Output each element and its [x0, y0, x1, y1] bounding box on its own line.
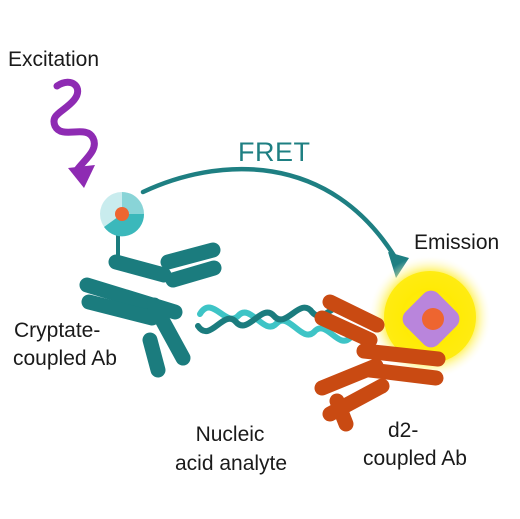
- d2-acceptor: [402, 290, 460, 348]
- d2-antibody: [314, 294, 446, 432]
- analyte-label-line2: acid analyte: [175, 452, 288, 475]
- analyte-label-line1: Nucleic: [195, 423, 265, 446]
- cryptate-fluorophore: [100, 192, 145, 262]
- cryptate-label-line1: Cryptate-: [14, 319, 101, 342]
- excitation-wave-icon: [50, 78, 98, 188]
- d2-label-line2: coupled Ab: [363, 447, 467, 470]
- d2-label-line1: d2-: [388, 419, 419, 442]
- cryptate-antibody: [79, 242, 222, 378]
- cryptate-label-line2: coupled Ab: [13, 347, 117, 370]
- emission-label: Emission: [414, 231, 500, 254]
- fret-label: FRET: [238, 137, 311, 167]
- excitation-label: Excitation: [8, 48, 100, 71]
